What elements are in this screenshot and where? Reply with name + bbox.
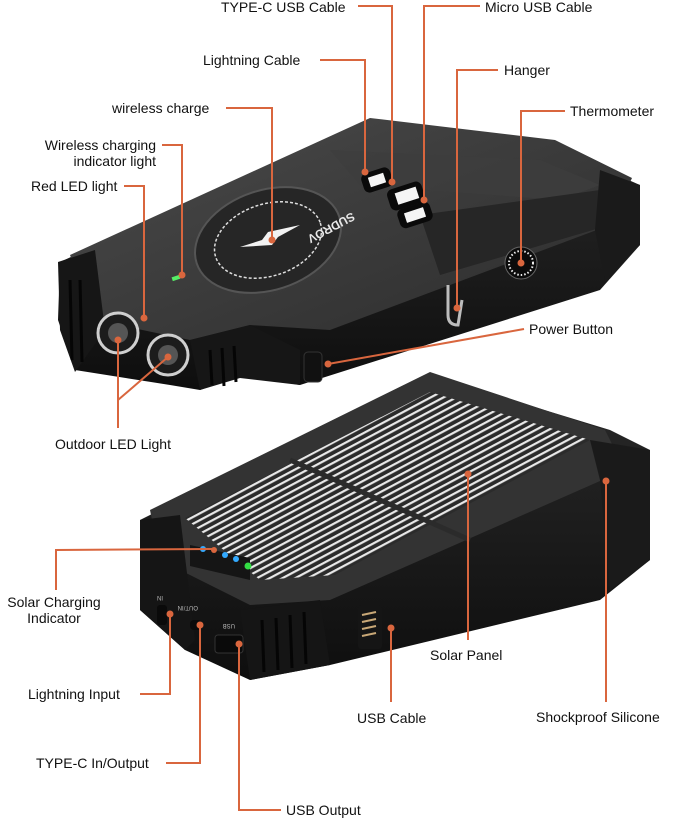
label-usb-cable: USB Cable [357,710,427,726]
label-usb-output: USB Output [286,802,361,818]
power-bank-bottom-view: IN OUT/IN USB [140,372,650,680]
label-thermometer: Thermometer [570,103,655,119]
label-hanger: Hanger [504,62,550,78]
label-type-c-in-output: TYPE-C In/Output [36,755,149,771]
label-power-button: Power Button [529,321,614,337]
label-wireless-indicator-line1: Wireless charging [44,137,156,153]
power-bank-top-view: SUDROV [58,118,640,390]
svg-text:USB: USB [223,622,235,628]
label-type-c-usb-cable: TYPE-C USB Cable [221,0,346,15]
label-red-led-light: Red LED light [31,178,118,194]
label-outdoor-led-light: Outdoor LED Light [55,436,171,452]
svg-text:OUT/IN: OUT/IN [178,604,198,610]
label-wireless-indicator-line2: indicator light [73,153,157,169]
label-lightning-input: Lightning Input [28,686,120,702]
callout-dots [114,168,610,648]
label-shockproof-silicone: Shockproof Silicone [536,709,660,725]
label-solar-panel: Solar Panel [430,647,503,663]
label-solar-indicator-line1: Solar Charging [7,594,101,610]
label-lightning-cable: Lightning Cable [203,52,301,68]
svg-text:IN: IN [157,594,163,600]
label-micro-usb-cable: Micro USB Cable [485,0,593,15]
callout-leader-lines [55,5,607,811]
label-wireless-indicator: Wireless charging indicator light [40,137,156,169]
label-wireless-charge: wireless charge [112,100,210,116]
label-solar-indicator-line2: Indicator [27,610,81,626]
label-solar-charging-indicator: Solar Charging Indicator [1,594,107,626]
